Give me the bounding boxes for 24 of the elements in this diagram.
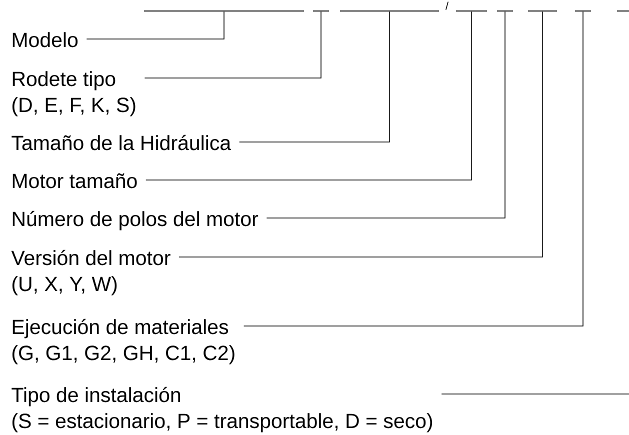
blank-line [575,10,591,12]
label-text: Rodete tipo (D, E, F, K, S) [12,71,136,116]
blank-line [456,10,487,12]
leader-line [266,11,506,218]
label-text: Versión del motor (U, X, Y, W) [11,250,170,296]
label-text: Tipo de instalación (S = estacionario, P = transportable, D = seco) [12,386,432,432]
leader-line [144,11,322,78]
label-text: Ejecución de materiales (G, G1, G2, GH, C1, C2) [12,318,234,364]
label-text: Número de polos del motor [12,210,258,230]
blank-line [617,10,629,12]
leader-line [238,11,390,142]
label-text: Tamaño de la Hidráulica [12,134,232,150]
blank-line [313,10,329,12]
blank-line [497,10,513,12]
blank-line [144,10,304,12]
leader-line [86,11,224,40]
leader-line [178,11,543,258]
leader-line [145,11,472,180]
leader-line [243,11,584,326]
blank-line [340,10,439,12]
slash-mark: / [445,2,449,10]
label-text: Modelo [12,32,78,48]
blank-line [528,10,557,12]
label-text: Motor tamaño [12,173,137,188]
